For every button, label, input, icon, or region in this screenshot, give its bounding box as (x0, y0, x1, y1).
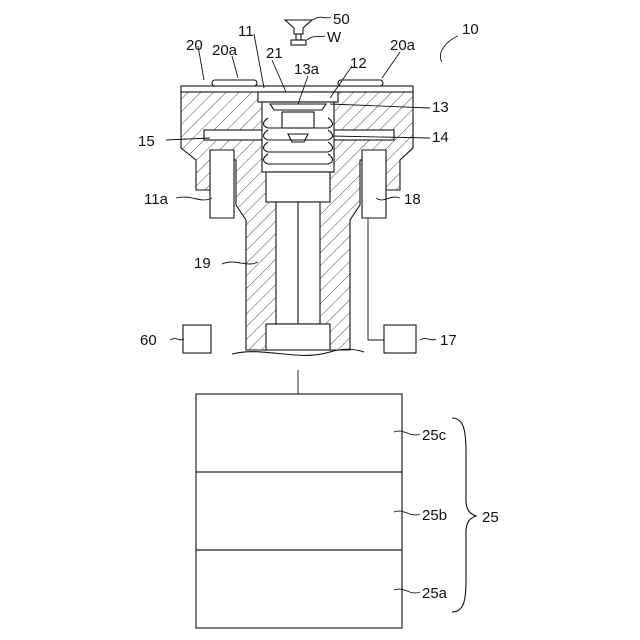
label-25b: 25b (422, 507, 447, 524)
leader-50 (313, 17, 331, 20)
gap-21 (258, 92, 338, 102)
label-21: 21 (266, 45, 283, 62)
leader-w (307, 36, 325, 40)
label-14: 14 (432, 129, 449, 146)
leader-10 (440, 36, 458, 62)
leader-20a-right (382, 52, 400, 78)
block-25a (196, 550, 402, 628)
pad-20a-right (338, 80, 383, 86)
leader-11a (176, 197, 212, 200)
brace-25 (452, 418, 476, 612)
leader-60 (170, 339, 184, 340)
leader-25b (394, 511, 420, 515)
wire-17 (368, 218, 384, 340)
label-11: 11 (238, 23, 254, 40)
label-19: 19 (194, 255, 211, 272)
label-12: 12 (350, 55, 367, 72)
box-60 (183, 325, 211, 353)
label-60: 60 (140, 332, 157, 349)
pad-20a-left (212, 80, 257, 86)
plate-20 (181, 86, 413, 92)
label-50: 50 (333, 11, 350, 28)
label-13: 13 (432, 99, 449, 116)
shaft-bore-bottom (266, 324, 330, 350)
label-10: 10 (462, 21, 479, 38)
label-25: 25 (482, 509, 499, 526)
label-17: 17 (440, 332, 457, 349)
leader-21 (272, 60, 286, 92)
leader-25a (394, 589, 420, 593)
label-20a-left: 20a (212, 42, 238, 59)
nozzle-50 (285, 20, 312, 45)
label-15: 15 (138, 133, 155, 150)
label-w: W (327, 29, 342, 46)
label-25c: 25c (422, 427, 447, 444)
label-20a-right: 20a (390, 37, 416, 54)
sleeve-18 (362, 150, 386, 218)
sleeve-11a (210, 150, 234, 218)
block-25b (196, 472, 402, 550)
block-25c (196, 394, 402, 472)
box-17 (384, 325, 416, 353)
leader-25c (394, 431, 420, 435)
label-25a: 25a (422, 585, 448, 602)
leader-20a-left (232, 56, 238, 78)
label-11a: 11a (144, 191, 169, 208)
label-18: 18 (404, 191, 421, 208)
label-20: 20 (186, 37, 203, 54)
label-13a: 13a (294, 61, 320, 78)
leader-17 (420, 339, 436, 340)
shaft-bore-top (266, 172, 330, 202)
